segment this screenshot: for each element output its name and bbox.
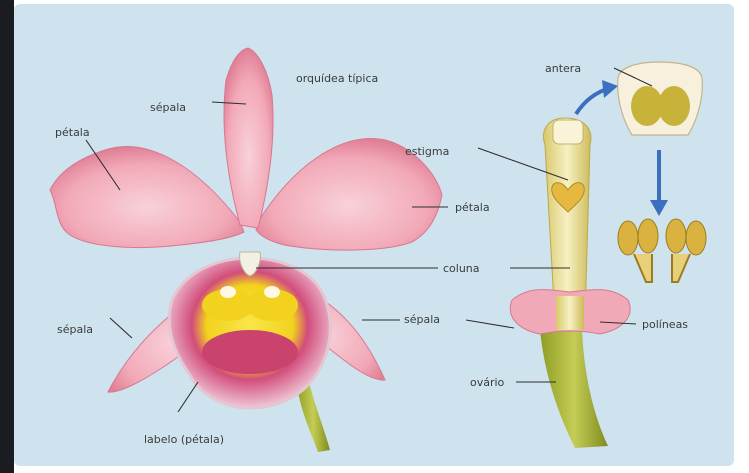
label-sepala-left: sépala xyxy=(57,323,93,336)
lip-white-right xyxy=(264,286,280,298)
left-dark-border xyxy=(0,0,14,473)
column-top xyxy=(553,120,583,144)
label-ovario: ovário xyxy=(470,376,505,389)
pollinium-1 xyxy=(618,221,638,255)
anther-detail xyxy=(618,62,703,135)
label-estigma: estigma xyxy=(405,145,449,158)
label-sepala-top: sépala xyxy=(150,101,186,114)
lip-white-left xyxy=(220,286,236,298)
column-lower xyxy=(556,296,584,330)
label-petala-left: pétala xyxy=(55,126,90,139)
label-coluna: coluna xyxy=(443,262,480,275)
label-orquidea-tipica: orquídea típica xyxy=(296,72,378,85)
pollinium-2 xyxy=(638,219,658,253)
pollinium-4 xyxy=(686,221,706,255)
lip-magenta xyxy=(202,330,298,374)
label-labelo: labelo (pétala) xyxy=(144,433,224,446)
label-polineas: políneas xyxy=(642,318,688,331)
pollinium-3 xyxy=(666,219,686,253)
label-antera: antera xyxy=(545,62,581,75)
label-petala-right: pétala xyxy=(455,201,490,214)
anther-pollen-right xyxy=(658,86,690,126)
label-sepala-right: sépala xyxy=(404,313,440,326)
